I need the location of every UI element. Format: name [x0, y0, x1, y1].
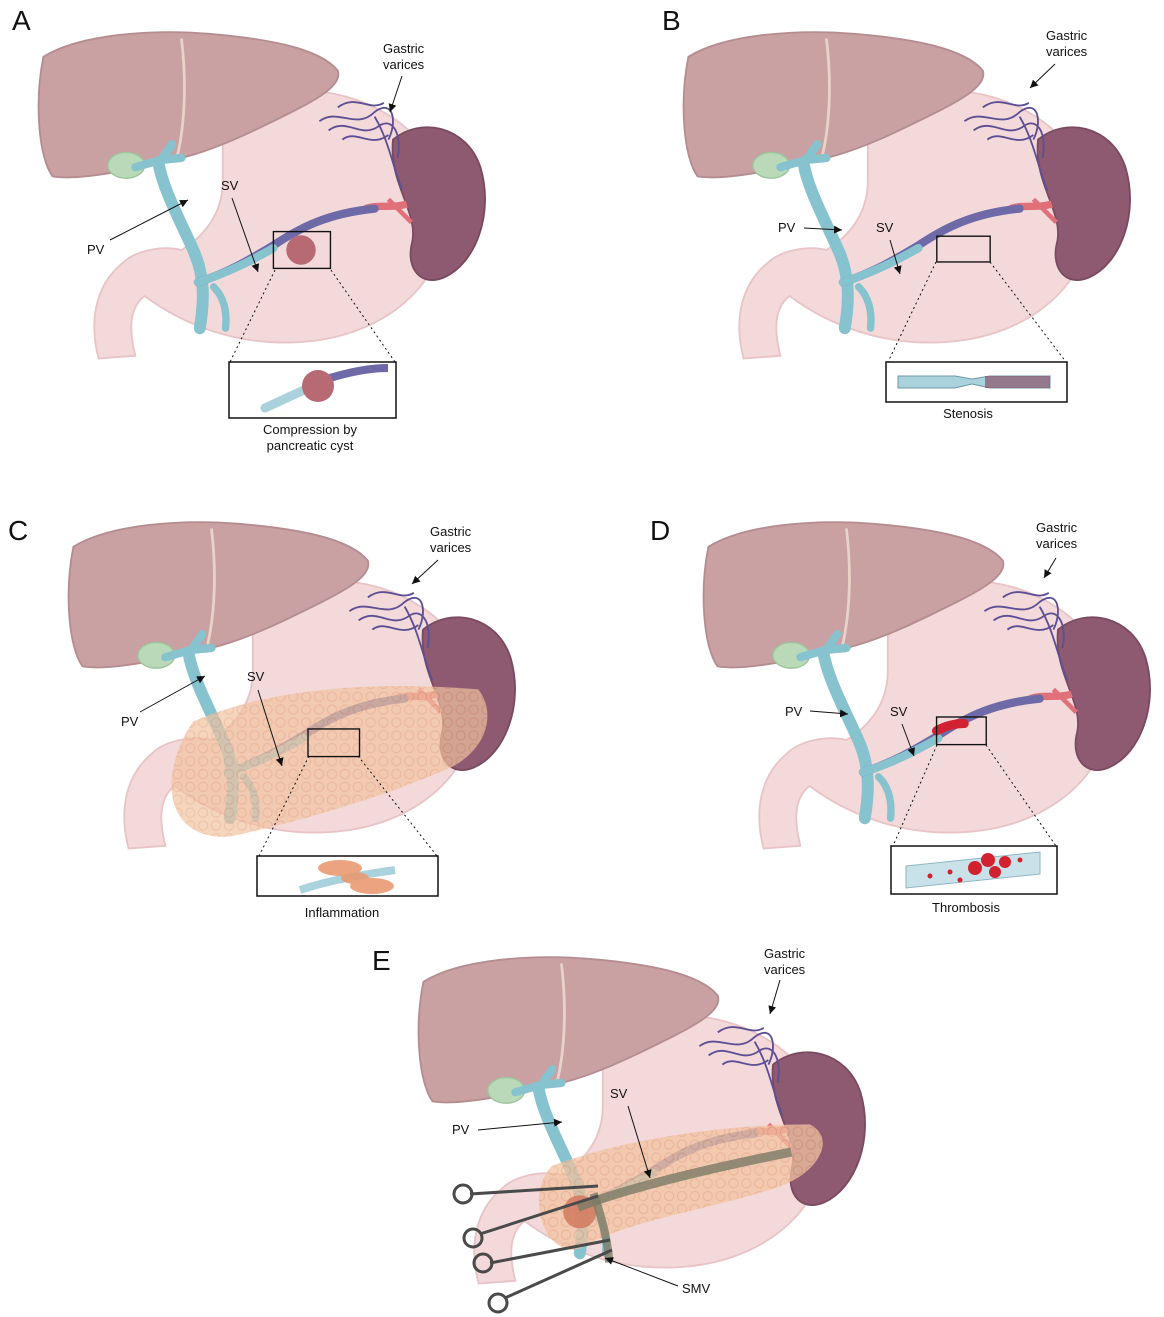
pv-label-e: PV: [452, 1122, 470, 1137]
panel-letter-e: E: [372, 945, 391, 976]
anatomy-b: [684, 32, 1130, 358]
varices-label-e-2: varices: [764, 962, 806, 977]
anatomy-a: [39, 32, 485, 358]
varices-label-b-2: varices: [1046, 44, 1088, 59]
liver-icon: [704, 522, 1150, 848]
pv-label-c: PV: [121, 714, 139, 729]
sv-label-c: SV: [247, 669, 265, 684]
varices-label-a-2: varices: [383, 57, 425, 72]
sv-label-a: SV: [221, 178, 239, 193]
liver-icon: [39, 32, 485, 358]
varices-label-e-1: Gastric: [764, 946, 806, 961]
pv-arrow-c: [140, 676, 205, 712]
anatomy-e: [419, 957, 865, 1283]
panel-letter-b: B: [662, 5, 681, 36]
sv-label-b: SV: [876, 220, 894, 235]
varices-label-b-1: Gastric: [1046, 28, 1088, 43]
smv-label-e: SMV: [682, 1281, 711, 1296]
varices-label-c-1: Gastric: [430, 524, 472, 539]
anatomy-c: [69, 522, 515, 848]
pv-label-a: PV: [87, 242, 105, 257]
varices-label-a-1: Gastric: [383, 41, 425, 56]
inset-cyst-a: [302, 370, 334, 402]
panel-letter-c: C: [8, 515, 28, 546]
caption-a-line1: Compression by: [263, 422, 357, 437]
pv-label-d: PV: [785, 704, 803, 719]
varices-arrow-b: [1030, 64, 1055, 88]
panel-e: E Gastric varices PV SV SMV: [372, 945, 865, 1312]
caption-c: Inflammation: [305, 905, 379, 920]
varices-arrow-d: [1044, 558, 1056, 578]
panel-c: C Inflammation Gastric varices PV SV: [8, 515, 515, 920]
varices-label-d-1: Gastric: [1036, 520, 1078, 535]
anatomy-d: [704, 522, 1150, 848]
liver-icon: [684, 32, 1130, 358]
panel-letter-a: A: [12, 5, 31, 36]
pv-label-b: PV: [778, 220, 796, 235]
caption-b: Stenosis: [943, 406, 993, 421]
panel-letter-d: D: [650, 515, 670, 546]
sv-label-d: SV: [890, 704, 908, 719]
panel-b: B Stenosis Gastric varices PV SV: [662, 5, 1130, 421]
panel-a: A Compression by pancreatic cyst Gastric…: [12, 5, 485, 453]
varices-label-d-2: varices: [1036, 536, 1078, 551]
varices-arrow-e: [770, 980, 780, 1014]
caption-d: Thrombosis: [932, 900, 1000, 915]
varices-arrow-a: [390, 76, 402, 112]
sv-label-e: SV: [610, 1086, 628, 1101]
varices-label-c-2: varices: [430, 540, 472, 555]
panel-d: D Thrombosis Gastric varices PV SV: [650, 515, 1150, 915]
varices-arrow-c: [412, 560, 438, 584]
pancreatic-cyst: [286, 235, 315, 264]
inset-splenic-b: [985, 376, 1050, 388]
liver-icon: [419, 957, 865, 1283]
caption-a-line2: pancreatic cyst: [267, 438, 354, 453]
